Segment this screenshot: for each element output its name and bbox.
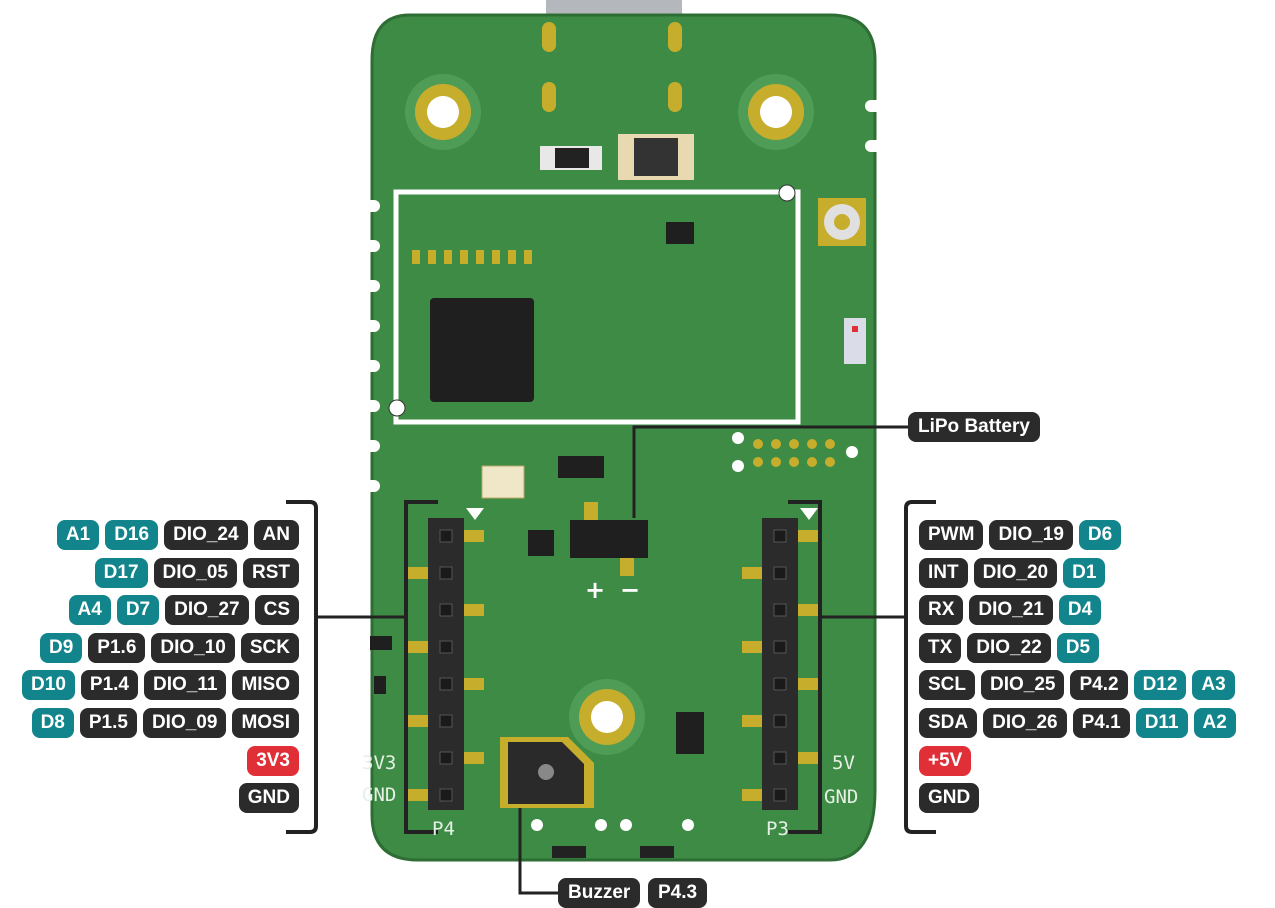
pin-label-sda: SDA (919, 708, 978, 738)
pin-label-d12: D12 (1133, 670, 1187, 700)
pin-label-gnd: GND (238, 783, 299, 813)
pin-label-3v3: 3V3 (247, 746, 299, 776)
right-pin-row-8: GND (919, 783, 980, 813)
pin-label-an: AN (253, 520, 299, 550)
pin-label-dio-26: DIO_26 (983, 708, 1067, 738)
pin-label-dio-25: DIO_25 (981, 670, 1065, 700)
pin-label-d4: D4 (1058, 595, 1102, 625)
pin-label-d5: D5 (1056, 633, 1100, 663)
pin-label-d6: D6 (1078, 520, 1122, 550)
pin-label-a4: A4 (68, 595, 111, 625)
pin-label-dio-19: DIO_19 (989, 520, 1073, 550)
pin-label-dio-22: DIO_22 (967, 633, 1051, 663)
pin-label-dio-24: DIO_24 (164, 520, 248, 550)
left-pin-row-8: GND (238, 783, 299, 813)
pin-label-int: INT (919, 558, 968, 588)
pin-label-miso: MISO (232, 670, 299, 700)
pin-label-cs: CS (254, 595, 299, 625)
battery-connector (570, 520, 648, 558)
silk-battery-minus: − (620, 576, 641, 604)
buzzer-callout: Buzzer (558, 878, 641, 908)
pin-label--5v: +5V (919, 746, 972, 776)
pin-label-d17: D17 (94, 558, 148, 588)
pin-label-scl: SCL (919, 670, 975, 700)
pin-label-dio-27: DIO_27 (165, 595, 249, 625)
pin-label-dio-10: DIO_10 (151, 633, 235, 663)
pin-label-dio-05: DIO_05 (153, 558, 237, 588)
crystal (481, 465, 525, 499)
pin-label-d16: D16 (105, 520, 159, 550)
right-pin-row-7: +5V (919, 746, 972, 776)
header-p3 (742, 508, 818, 810)
silk-battery-plus: + (585, 576, 606, 604)
pin-label-p1-6: P1.6 (88, 633, 146, 663)
silk-p4: P4 (432, 818, 455, 840)
silk-3v3: 3V3 (362, 752, 397, 774)
silk-p3: P3 (766, 818, 789, 840)
mounting-hole-left (405, 74, 481, 150)
left-pin-bracket (286, 500, 318, 834)
mounting-hole-center (569, 679, 645, 755)
pin-label-tx: TX (919, 633, 962, 663)
pin-label-p4-2: P4.2 (1070, 670, 1128, 700)
silk-gnd-left: GND (362, 784, 397, 806)
pin-label-p1-4: P1.4 (80, 670, 138, 700)
microcontroller-chip (430, 298, 534, 402)
pin-label-d8: D8 (31, 708, 74, 738)
pin-label-dio-09: DIO_09 (142, 708, 227, 738)
pin-label-dio-20: DIO_20 (973, 558, 1058, 588)
pin-label-dio-21: DIO_21 (969, 595, 1053, 625)
silk-5v: 5V (832, 752, 855, 774)
header-p4 (408, 508, 484, 810)
pin-label-pwm: PWM (919, 520, 984, 550)
pin-label-d9: D9 (40, 633, 83, 663)
lipo-battery-callout: LiPo Battery (908, 412, 1040, 442)
pin-label-mosi: MOSI (232, 708, 299, 738)
pin-label-dio-11: DIO_11 (144, 670, 227, 700)
pin-label-p1-5: P1.5 (79, 708, 137, 738)
pin-label-rx: RX (919, 595, 964, 625)
pin-label-d1: D1 (1063, 558, 1106, 588)
buzzer-pin-callout: P4.3 (648, 878, 708, 908)
rf-shield-frame (393, 189, 801, 425)
pin-label-a1: A1 (56, 520, 100, 550)
left-pin-row-7: 3V3 (247, 746, 299, 776)
pin-label-d7: D7 (116, 595, 160, 625)
pin-label-p4-1: P4.1 (1072, 708, 1130, 738)
silk-gnd-right: GND (824, 786, 859, 808)
mounting-hole-right (738, 74, 814, 150)
pin-label-a2: A2 (1193, 708, 1236, 738)
pin-label-d10: D10 (22, 670, 75, 700)
right-pin-bracket (904, 500, 936, 834)
pin-label-d11: D11 (1135, 708, 1188, 738)
pin-label-sck: SCK (240, 633, 299, 663)
pin-label-gnd: GND (919, 783, 980, 813)
pin-label-a3: A3 (1192, 670, 1235, 700)
pin-label-rst: RST (243, 558, 299, 588)
